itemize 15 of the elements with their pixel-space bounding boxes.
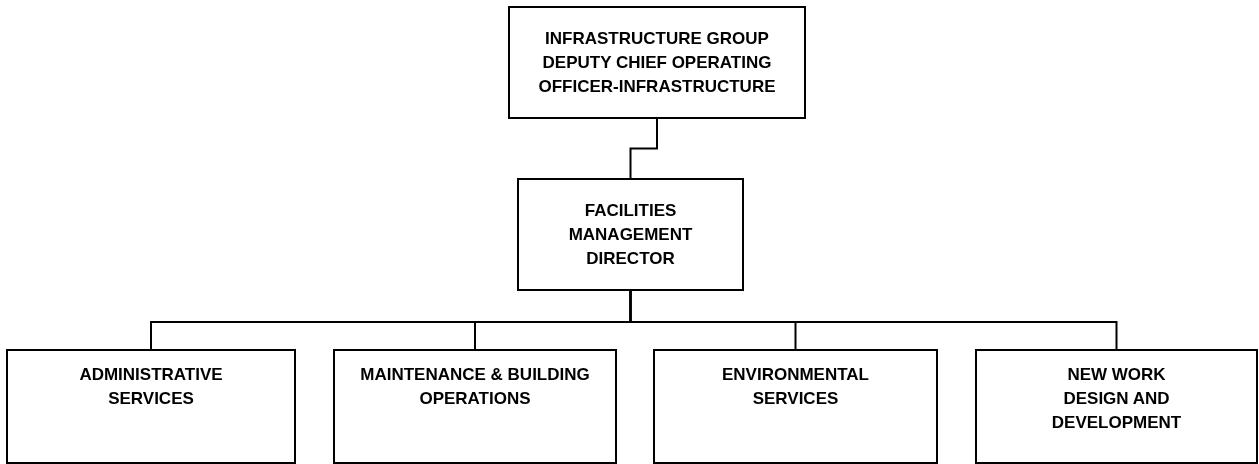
box-label: ADMINISTRATIVE SERVICES (78, 364, 224, 410)
box-label: DEPUTY CHIEF OPERATING OFFICER-INFRASTRUCTURE (537, 51, 777, 98)
org-box (508, 6, 806, 119)
org-box (653, 349, 938, 464)
org-box (6, 349, 296, 464)
box-label: FACILITIES MANAGEMENT DIRECTOR (567, 199, 694, 270)
box-label: MAINTENANCE & BUILDING OPERATIONS (359, 364, 591, 410)
org-box (517, 178, 744, 291)
connector-line (629, 118, 658, 179)
box-label: NEW WORK DESIGN AND DEVELOPMENT (1050, 364, 1183, 434)
org-box (975, 349, 1258, 464)
connector-line (629, 290, 1118, 350)
box-label: INFRASTRUCTURE GROUP (545, 27, 769, 50)
org-box (333, 349, 617, 464)
box-label: ENVIRONMENTAL SERVICES (721, 364, 870, 410)
